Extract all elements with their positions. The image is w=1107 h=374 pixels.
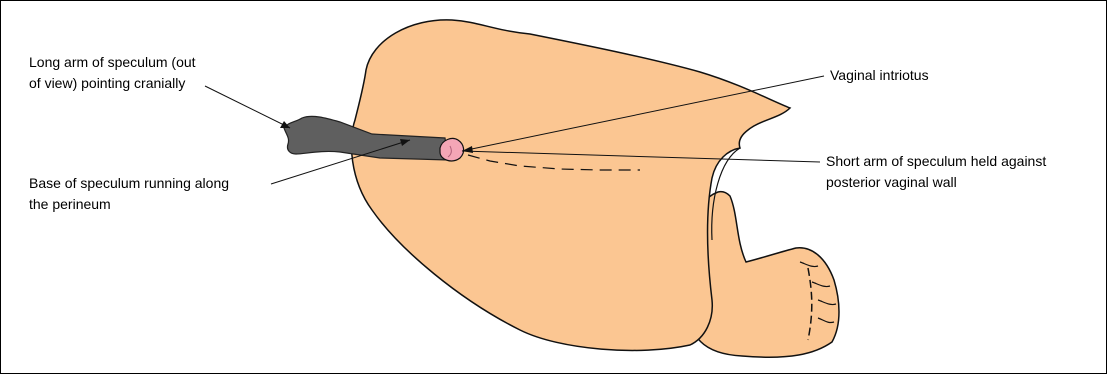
- vaginal-introitus: [440, 138, 464, 160]
- label-base-line1: Base of speculum running along: [29, 174, 229, 193]
- label-long-arm-line1: Long arm of speculum (out: [29, 53, 196, 72]
- label-short-arm-line1: Short arm of speculum held against: [826, 152, 1046, 171]
- leader-long-arm: [205, 86, 290, 128]
- label-short-arm-line2: posterior vaginal wall: [826, 173, 957, 192]
- label-introitus: Vaginal intriotus: [830, 66, 929, 85]
- label-base-line2: the perineum: [29, 195, 111, 214]
- label-long-arm-line2: of view) pointing cranially: [29, 74, 185, 93]
